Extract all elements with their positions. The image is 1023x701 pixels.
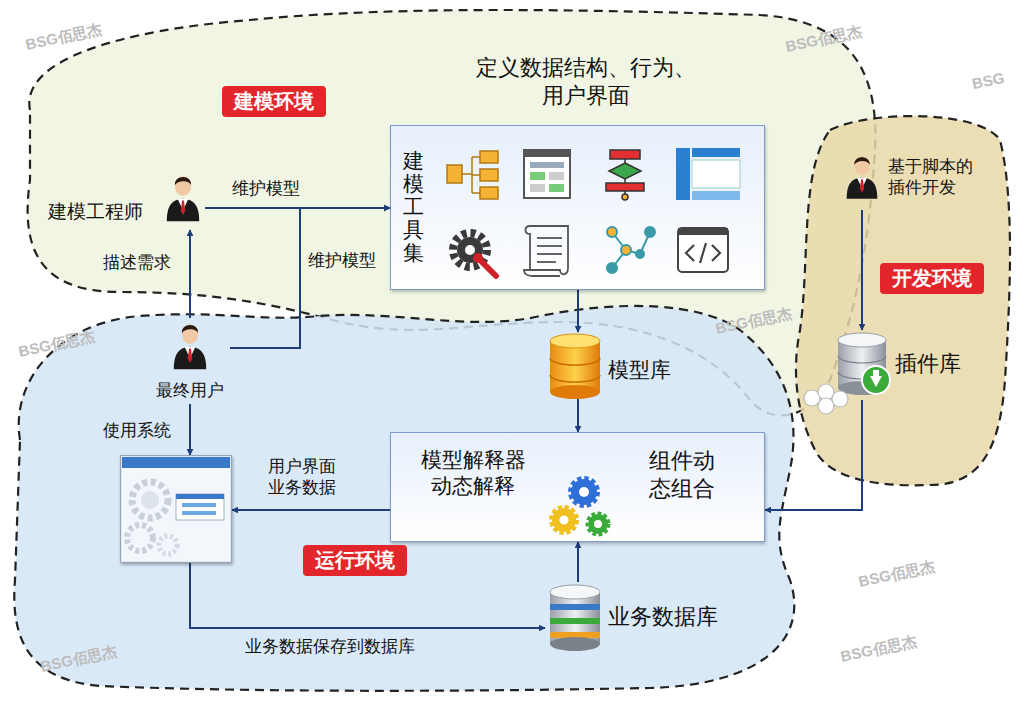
environment-region: 开发环境 基于脚本的 插件开发插件库: [780, 105, 1020, 495]
node-label: 建模工程师: [48, 200, 143, 224]
region-title: 运行环境: [303, 545, 407, 576]
icon-node: 插件库: [832, 330, 982, 400]
plugin-database-icon: [804, 333, 890, 414]
flow-arrow: [765, 400, 862, 510]
icon-node: 业务数据库: [545, 582, 722, 650]
watermark: BSG佰思杰: [784, 22, 864, 56]
model-database-icon: [550, 334, 600, 399]
application-screenshot: [122, 457, 230, 561]
person-icon: [167, 176, 199, 221]
flow-arrow: [577, 398, 579, 432]
node-label: 最终用户: [156, 380, 224, 401]
node-label: 组件动 态组合: [641, 447, 723, 502]
icon-node: 基于脚本的 插件开发: [842, 148, 992, 210]
edge-label: 维护模型: [308, 250, 376, 271]
component-box: 模型解释器 动态解释 组件动 态组合: [390, 432, 765, 542]
edge-label: 使用系统: [103, 420, 171, 441]
environment-region: 建模环境建模工程师定义数据结构、行为、 用户界面建模工具集: [5, 5, 890, 425]
edge-label: 维护模型: [232, 178, 300, 199]
watermark: BSG佰思杰: [17, 327, 97, 361]
person-icon: [847, 156, 878, 199]
watermark: BSG佰思杰: [24, 20, 104, 54]
watermark: BSG佰思杰: [839, 632, 919, 666]
node-label: 基于脚本的 插件开发: [888, 156, 984, 199]
business-database-icon: [550, 585, 600, 651]
icon-node: 建模工程师: [45, 168, 205, 230]
flow-arrow: [577, 542, 579, 582]
watermark: BSG佰思杰: [857, 557, 937, 591]
flow-arrow: [861, 210, 863, 330]
node-label: 定义数据结构、行为、 用户界面: [470, 54, 702, 109]
watermark: BSG佰思杰: [714, 304, 794, 338]
flow-arrow: [577, 290, 579, 332]
environment-region: 运行环境 最终用户 模型库模型解释器 动态解释 组件动 态组合业务数据库: [5, 300, 805, 695]
edge-label: 描述需求: [103, 252, 171, 273]
region-shape: [28, 10, 876, 415]
flow-arrow: [189, 404, 191, 455]
region-shape: [14, 306, 794, 691]
node-label: 业务数据库: [608, 603, 718, 631]
node-label: 插件库: [895, 350, 961, 378]
vertical-title: 建模工具集: [403, 149, 424, 264]
region-shape: [796, 116, 1010, 485]
edge-label: 用户界面 业务数据: [268, 456, 352, 499]
person-icon: [174, 324, 206, 369]
region-title: 开发环境: [880, 263, 984, 294]
edge-label: 业务数据保存到数据库: [245, 636, 415, 657]
icon-node: 最终用户: [150, 318, 230, 404]
watermark: BSG佰思杰: [39, 642, 119, 676]
watermark: BSG: [970, 69, 1006, 94]
flow-arrow: [230, 208, 390, 348]
icon-node: 模型库: [545, 332, 675, 398]
screen-node: [120, 455, 232, 563]
component-box: 定义数据结构、行为、 用户界面建模工具集: [390, 125, 765, 290]
node-label: 模型解释器 动态解释: [414, 447, 532, 500]
flow-arrow: [189, 230, 191, 318]
node-label: 模型库: [608, 357, 671, 383]
flow-arrow: [232, 509, 390, 511]
region-title: 建模环境: [222, 86, 326, 117]
